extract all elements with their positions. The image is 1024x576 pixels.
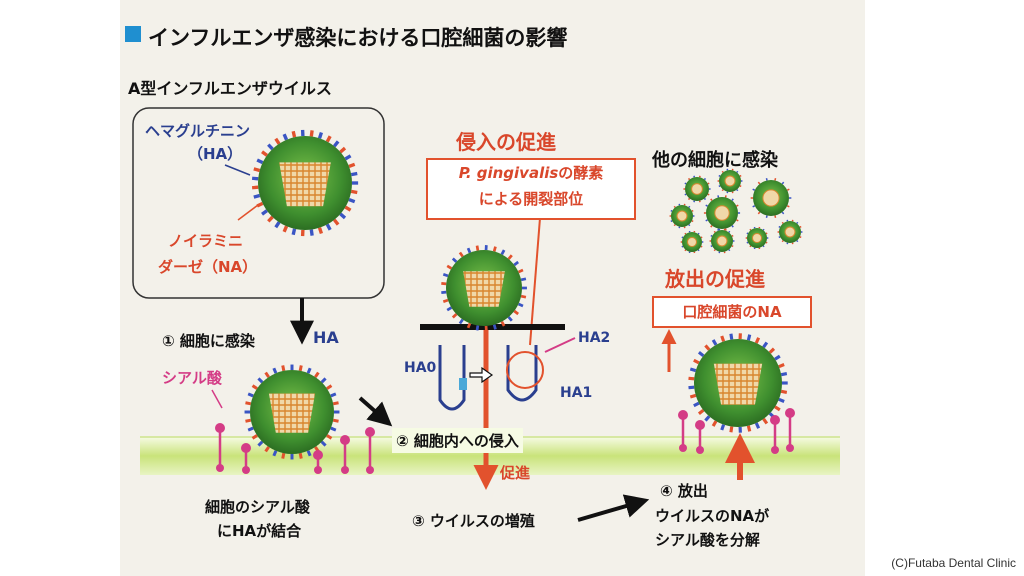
infect-other-heading: 他の細胞に感染 bbox=[652, 150, 778, 171]
enzyme-line-2: による開裂部位 bbox=[478, 190, 584, 208]
hollow-arrow bbox=[469, 366, 494, 384]
ha-paren-label: （HA） bbox=[188, 145, 243, 163]
arrow-step4 bbox=[577, 494, 650, 522]
virus-box bbox=[132, 107, 385, 299]
virus-type-label: A型インフルエンザウイルス bbox=[128, 79, 332, 98]
sialic-acid bbox=[340, 435, 350, 474]
ha-label: HA bbox=[313, 328, 339, 347]
release-promotion-heading: 放出の促進 bbox=[665, 267, 765, 291]
page-title: インフルエンザ感染における口腔細菌の影響 bbox=[148, 26, 568, 50]
step4-label: ④ 放出 bbox=[660, 482, 708, 500]
enzyme-suffix: の酵素 bbox=[558, 164, 604, 182]
sialic-acid bbox=[215, 423, 225, 472]
ha2-pointer bbox=[544, 337, 576, 353]
step1-label: ① 細胞に感染 bbox=[162, 332, 255, 350]
sialic-acid bbox=[365, 427, 375, 474]
na-cleave-label-2: シアル酸を分解 bbox=[655, 531, 760, 549]
ha2-label: HA2 bbox=[578, 330, 611, 346]
small-virus-2 bbox=[717, 168, 743, 194]
small-virus-6 bbox=[680, 230, 704, 254]
enzyme-pointer bbox=[529, 217, 541, 346]
binding-label-1: 細胞のシアル酸 bbox=[205, 498, 310, 516]
binding-label-2: にHAが結合 bbox=[217, 522, 302, 540]
ha1-label: HA1 bbox=[560, 385, 593, 401]
cleavage-marker bbox=[459, 378, 467, 390]
small-virus-3 bbox=[750, 178, 792, 218]
small-virus-5 bbox=[703, 195, 741, 231]
small-virus-7 bbox=[709, 228, 735, 254]
sialic-acid bbox=[785, 408, 795, 452]
credit-text: (C)Futaba Dental Clinic bbox=[891, 556, 1016, 570]
small-virus-9 bbox=[777, 219, 803, 245]
sialic-acid bbox=[695, 420, 705, 454]
virus-binding-particle bbox=[244, 364, 340, 460]
invasion-promotion-heading: 侵入の促進 bbox=[456, 130, 556, 154]
sialic-acid bbox=[241, 443, 251, 474]
enzyme-line-1: P. gingivalisの酵素 bbox=[428, 160, 634, 186]
na-cleave-label-1: ウイルスのNAが bbox=[655, 507, 770, 525]
neuraminidase-label-1: ノイラミニ bbox=[168, 232, 244, 250]
cleavage-circle bbox=[506, 351, 544, 389]
small-virus-8 bbox=[745, 226, 769, 250]
sialic-acid bbox=[770, 415, 780, 454]
virus-particles bbox=[244, 129, 803, 460]
promotion-label: 促進 bbox=[500, 464, 531, 482]
virus-entry-particle bbox=[441, 245, 527, 331]
ha-pointer bbox=[224, 164, 251, 176]
ha0-loop bbox=[438, 345, 466, 411]
ha1-loop bbox=[506, 345, 538, 402]
sialic-acid-label: シアル酸 bbox=[162, 369, 222, 387]
neuraminidase-label-2: ダーゼ（NA） bbox=[158, 258, 258, 276]
sialic-acid bbox=[313, 450, 323, 474]
enzyme-box: P. gingivalisの酵素 による開裂部位 bbox=[426, 158, 636, 220]
step3-label: ③ ウイルスの増殖 bbox=[412, 512, 535, 530]
hemagglutinin-label: ヘマグルチニン bbox=[145, 122, 251, 140]
enzyme-species: P. gingivalis bbox=[458, 164, 559, 182]
oral-bacteria-na-box: 口腔細菌のNA bbox=[652, 296, 812, 328]
step2-label: ② 細胞内への侵入 bbox=[392, 428, 523, 453]
virus-release-particle bbox=[688, 333, 788, 433]
small-virus-1 bbox=[683, 175, 711, 203]
arrow-step2 bbox=[358, 396, 393, 427]
sialic-acids bbox=[215, 408, 795, 474]
virus-box-particle bbox=[251, 129, 359, 237]
ha0-label: HA0 bbox=[404, 360, 437, 376]
title-square bbox=[125, 26, 141, 42]
na-pointer bbox=[237, 204, 259, 221]
sialic-pointer bbox=[211, 389, 223, 409]
sialic-acid bbox=[678, 410, 688, 452]
small-virus-4 bbox=[669, 203, 695, 229]
